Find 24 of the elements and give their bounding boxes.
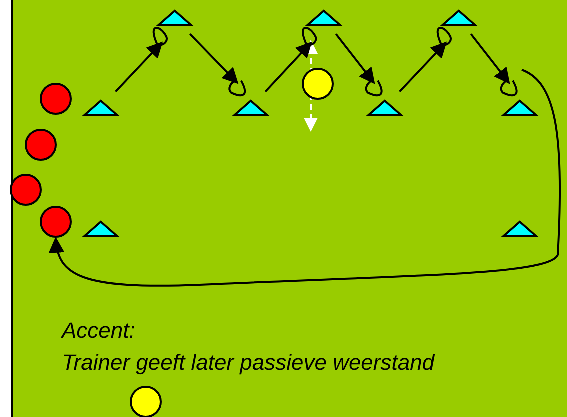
- note-text: Accent:: [62, 318, 136, 344]
- arrow: [50, 69, 562, 287]
- arrow: [189, 34, 239, 84]
- cone-marker: [84, 221, 118, 237]
- arrow: [335, 34, 376, 84]
- cone-marker: [503, 100, 537, 116]
- arrow: [470, 34, 510, 84]
- player-marker: [10, 174, 42, 206]
- arrow: [399, 42, 448, 92]
- cone-marker: [84, 100, 118, 116]
- cone-marker: [503, 221, 537, 237]
- arrow: [264, 42, 312, 92]
- cone-marker: [368, 100, 402, 116]
- player-marker: [40, 206, 72, 238]
- trainer-marker: [302, 68, 334, 100]
- note-text: Trainer geeft later passieve weerstand: [62, 350, 435, 376]
- cone-marker: [158, 10, 192, 26]
- trainer-marker: [130, 386, 162, 417]
- player-marker: [40, 83, 72, 115]
- player-marker: [25, 129, 57, 161]
- cone-marker: [442, 10, 476, 26]
- arrow: [115, 42, 164, 92]
- cone-marker: [307, 10, 341, 26]
- cone-marker: [234, 100, 268, 116]
